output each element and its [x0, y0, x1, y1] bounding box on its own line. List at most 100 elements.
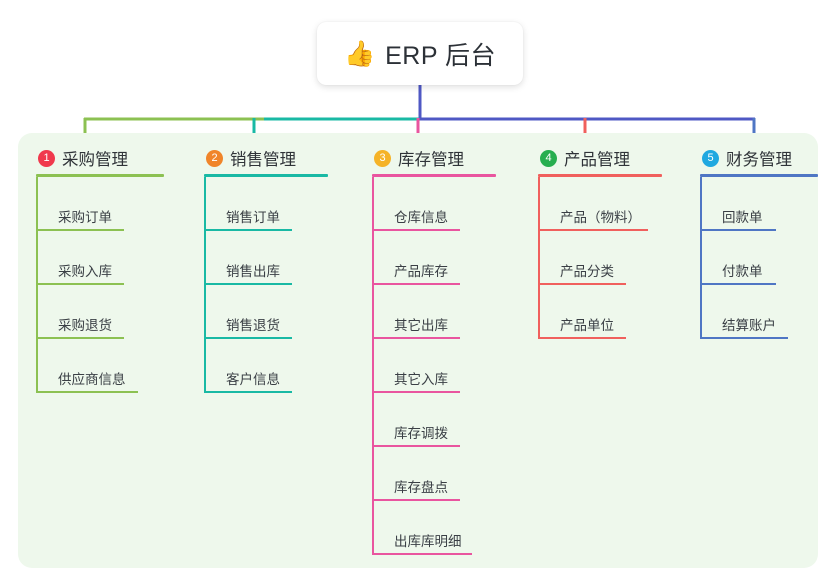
branch-items: 产品（物料） 产品分类产品单位	[538, 177, 662, 339]
branch-item-underline	[204, 391, 292, 393]
branch-item-underline	[372, 391, 460, 393]
branch-item-underline	[700, 337, 788, 339]
branch-items: 仓库信息产品库存其它出库其它入库库存调拨库存盘点出库库明细	[372, 177, 496, 555]
branch-item[interactable]: 采购订单	[36, 177, 164, 231]
branch-item[interactable]: 其它入库	[372, 339, 496, 393]
branch-item-label: 库存盘点	[394, 480, 448, 495]
branch-item-underline	[204, 283, 292, 285]
branch-item-label: 供应商信息	[58, 372, 126, 387]
branch-item-label: 销售订单	[226, 210, 280, 225]
branch-item-underline	[538, 229, 648, 231]
branch-items: 销售订单销售出库销售退货客户信息	[204, 177, 328, 393]
branch-underline	[538, 174, 662, 177]
branch-column-1: 1 采购管理采购订单采购入库采购退货供应商信息	[36, 145, 164, 393]
branch-title: 销售管理	[230, 151, 296, 169]
branch-spine	[700, 177, 702, 339]
branch-item-underline	[36, 337, 124, 339]
branch-item-label: 采购入库	[58, 264, 112, 279]
branch-item-underline	[372, 499, 460, 501]
branch-item[interactable]: 结算账户	[700, 285, 818, 339]
branch-underline	[204, 174, 328, 177]
branch-number-badge: 2	[206, 149, 223, 167]
branch-item[interactable]: 产品（物料）	[538, 177, 662, 231]
branch-item-underline	[372, 229, 460, 231]
branch-item-label: 产品库存	[394, 264, 448, 279]
branch-item-label: 采购订单	[58, 210, 112, 225]
branch-item[interactable]: 采购退货	[36, 285, 164, 339]
branch-item[interactable]: 出库库明细	[372, 501, 496, 555]
branch-number-badge: 1	[38, 149, 55, 167]
branch-spine	[204, 177, 206, 393]
branch-item-label: 付款单	[722, 264, 763, 279]
branch-item-underline	[204, 229, 292, 231]
branch-column-4: 4 产品管理产品（物料） 产品分类产品单位	[538, 145, 662, 339]
branch-item[interactable]: 客户信息	[204, 339, 328, 393]
branch-title: 产品管理	[564, 151, 630, 169]
branch-column-2: 2 销售管理销售订单销售出库销售退货客户信息	[204, 145, 328, 393]
branch-header-1[interactable]: 1 采购管理	[36, 145, 164, 171]
branch-header-5[interactable]: 5 财务管理	[700, 145, 818, 171]
branch-item[interactable]: 产品库存	[372, 231, 496, 285]
branch-item-label: 产品单位	[560, 318, 614, 333]
branch-item-label: 结算账户	[722, 318, 776, 333]
branch-item-underline	[538, 283, 626, 285]
branch-item[interactable]: 回款单	[700, 177, 818, 231]
branch-item-label: 采购退货	[58, 318, 112, 333]
root-node[interactable]: 👍 ERP 后台	[317, 22, 523, 85]
branch-item-label: 出库库明细	[394, 534, 462, 549]
thumbs-up-icon: 👍	[343, 39, 376, 68]
branch-item[interactable]: 采购入库	[36, 231, 164, 285]
branch-item-underline	[36, 229, 124, 231]
branch-title: 财务管理	[726, 151, 792, 169]
branch-item[interactable]: 销售退货	[204, 285, 328, 339]
branch-item[interactable]: 销售出库	[204, 231, 328, 285]
branches-panel: 1 采购管理采购订单采购入库采购退货供应商信息 2 销售管理销售订单销售出库销售退货客…	[18, 133, 818, 568]
branch-item-label: 销售出库	[226, 264, 280, 279]
branch-item-underline	[372, 337, 460, 339]
branch-item[interactable]: 库存盘点	[372, 447, 496, 501]
branch-item-underline	[372, 283, 460, 285]
branch-item[interactable]: 产品单位	[538, 285, 662, 339]
branch-item-label: 回款单	[722, 210, 763, 225]
branch-item-underline	[372, 553, 472, 555]
branch-item[interactable]: 仓库信息	[372, 177, 496, 231]
branch-item-label: 仓库信息	[394, 210, 448, 225]
branch-item-label: 产品（物料）	[560, 210, 641, 225]
branch-underline	[700, 174, 818, 177]
branch-item[interactable]: 产品分类	[538, 231, 662, 285]
root-node-content: 👍 ERP 后台	[344, 36, 496, 72]
branch-item[interactable]: 付款单	[700, 231, 818, 285]
branch-item[interactable]: 供应商信息	[36, 339, 164, 393]
branch-items: 采购订单采购入库采购退货供应商信息	[36, 177, 164, 393]
branch-item-underline	[36, 283, 124, 285]
branch-item-underline	[36, 391, 138, 393]
branch-item-label: 产品分类	[560, 264, 614, 279]
branch-spine	[36, 177, 38, 393]
branch-item[interactable]: 销售订单	[204, 177, 328, 231]
branch-column-5: 5 财务管理回款单付款单结算账户	[700, 145, 818, 339]
branch-item[interactable]: 库存调拨	[372, 393, 496, 447]
branch-spine	[372, 177, 374, 555]
branch-item-label: 库存调拨	[394, 426, 448, 441]
branch-item-label: 其它入库	[394, 372, 448, 387]
branch-item[interactable]: 其它出库	[372, 285, 496, 339]
branch-item-underline	[700, 229, 776, 231]
branch-header-2[interactable]: 2 销售管理	[204, 145, 328, 171]
branch-underline	[36, 174, 164, 177]
branch-spine	[538, 177, 540, 339]
branch-item-label: 客户信息	[226, 372, 280, 387]
branch-item-underline	[204, 337, 292, 339]
root-title: ERP 后台	[385, 41, 497, 70]
branch-header-4[interactable]: 4 产品管理	[538, 145, 662, 171]
branch-title: 库存管理	[398, 151, 464, 169]
branch-underline	[372, 174, 496, 177]
branch-items: 回款单付款单结算账户	[700, 177, 818, 339]
branch-number-badge: 5	[702, 149, 719, 167]
branch-item-underline	[538, 337, 626, 339]
branch-item-label: 销售退货	[226, 318, 280, 333]
branch-number-badge: 4	[540, 149, 557, 167]
branch-title: 采购管理	[62, 151, 128, 169]
